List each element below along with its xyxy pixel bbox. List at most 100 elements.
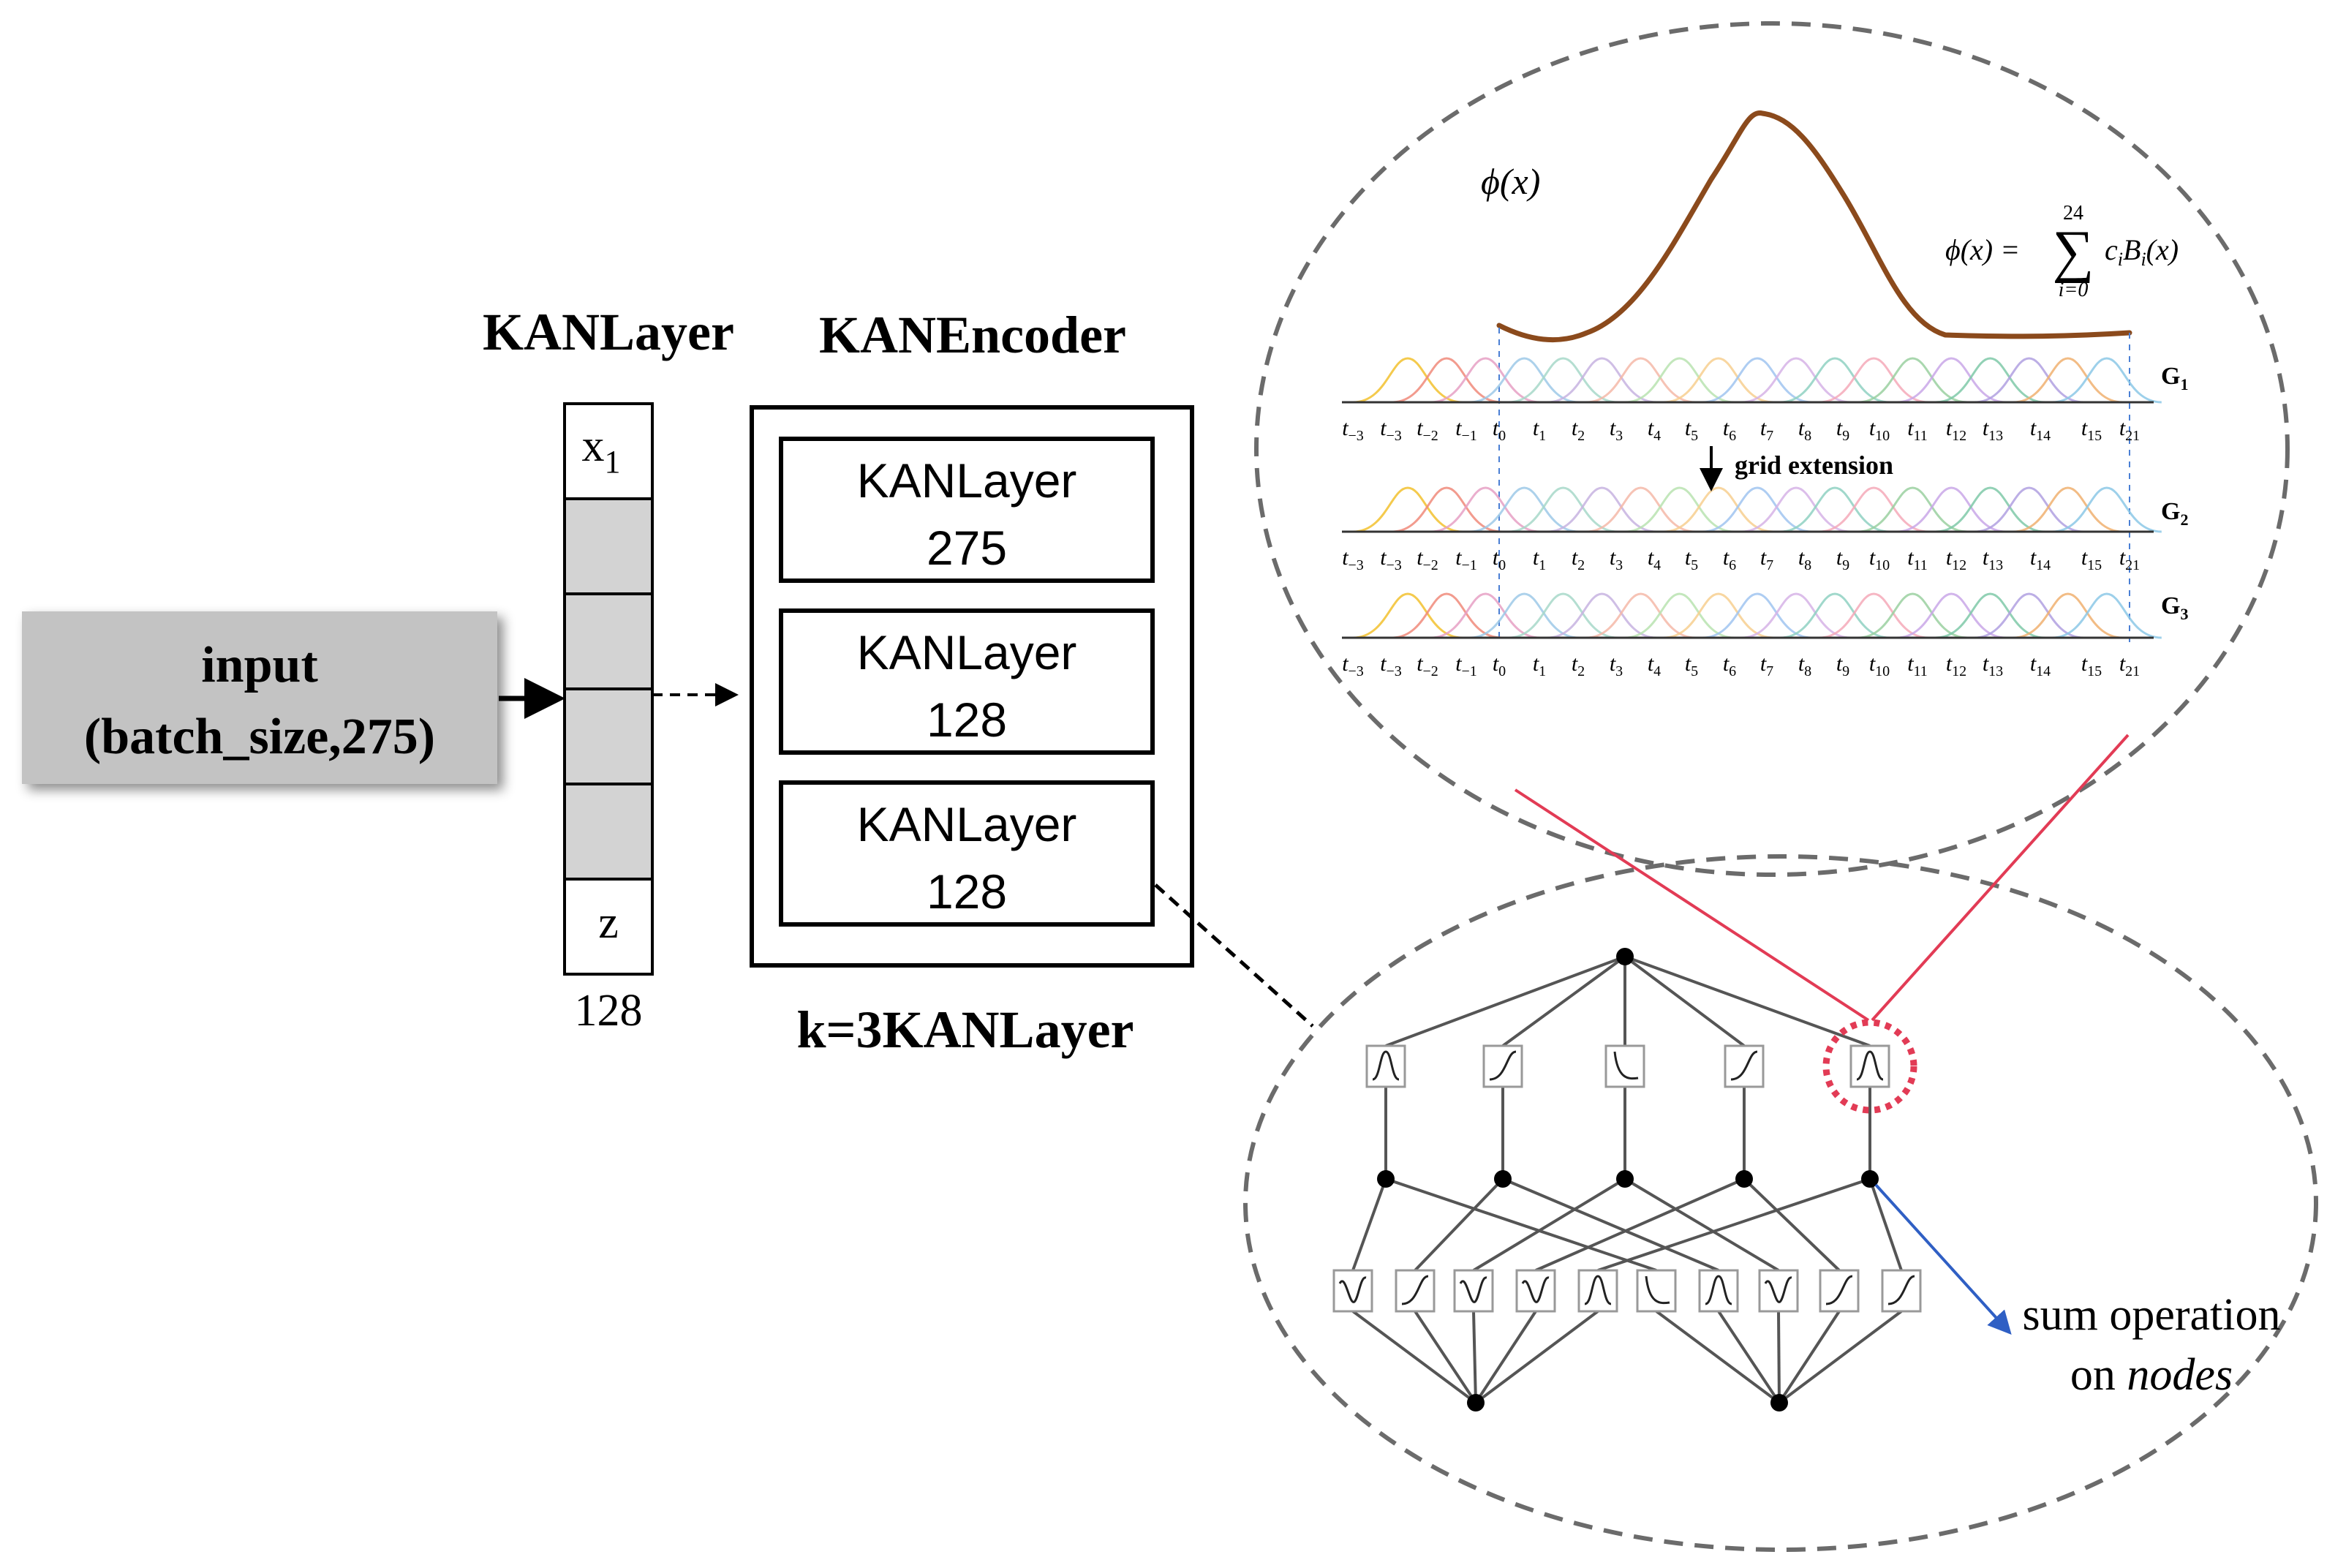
network-edge xyxy=(1502,1177,1719,1272)
basis-function xyxy=(1469,486,1580,533)
knot-label: t4 xyxy=(1648,416,1661,444)
knot-label: t−3 xyxy=(1380,416,1402,444)
knot-label: t−3 xyxy=(1380,652,1402,679)
knot-label: t2 xyxy=(1572,652,1585,679)
k-label: k=3KANLayer xyxy=(796,1000,1134,1059)
basis-function xyxy=(1508,486,1618,533)
network-node xyxy=(1770,1394,1788,1411)
highlight-connector-left xyxy=(1514,788,1870,1022)
network-edge xyxy=(1623,955,1746,1047)
basis-function xyxy=(1585,592,1696,639)
activation-function xyxy=(1604,1044,1645,1088)
knot-label: t2 xyxy=(1572,546,1585,573)
activation-box xyxy=(1724,1044,1765,1088)
basis-function xyxy=(1740,592,1852,639)
sum-operation-arrow xyxy=(1874,1183,2012,1335)
knot-label: t4 xyxy=(1648,546,1661,573)
basis-function xyxy=(1740,486,1852,533)
activation-curve xyxy=(1521,1276,1550,1303)
basis-function xyxy=(2013,357,2123,404)
network-node xyxy=(1616,948,1634,965)
activation-function xyxy=(1332,1269,1373,1313)
formula-lower: i=0 xyxy=(2059,279,2089,301)
grid-label: G2 xyxy=(2161,498,2188,529)
kanencoder-title: KANEncoder xyxy=(819,306,1126,364)
vector-cell xyxy=(563,497,654,595)
knot-label: t−3 xyxy=(1342,546,1364,573)
basis-function xyxy=(1819,486,1929,533)
network-edge xyxy=(1414,1310,1477,1404)
basis-function xyxy=(1896,486,2007,533)
basis-function xyxy=(1974,357,2084,404)
basis-function xyxy=(1585,357,1696,404)
basis-function xyxy=(1392,486,1502,533)
activation-function xyxy=(1577,1269,1618,1313)
knot-label: t3 xyxy=(1610,546,1623,573)
knot-label: t11 xyxy=(1907,416,1928,444)
kan-network xyxy=(1332,948,2012,1411)
knot-label: t15 xyxy=(2081,416,2102,444)
network-node xyxy=(1735,1170,1753,1188)
basis-function xyxy=(1857,592,1968,639)
encoder-layer-box xyxy=(779,437,1155,583)
basis-function xyxy=(1352,357,1463,404)
grid-label: G1 xyxy=(2161,363,2188,393)
basis-function xyxy=(1857,357,1968,404)
basis-function xyxy=(1663,592,1773,639)
basis-function xyxy=(1547,357,1657,404)
knot-label: t7 xyxy=(1760,416,1773,444)
network-edge xyxy=(1351,1310,1477,1404)
vector-cell xyxy=(563,592,654,690)
basis-function xyxy=(2013,592,2123,639)
activation-curve xyxy=(1856,1050,1884,1081)
basis-function xyxy=(1624,592,1735,639)
activation-box xyxy=(1881,1269,1922,1313)
encoder-layer-size: 128 xyxy=(927,693,1007,747)
knot-label: t6 xyxy=(1723,546,1736,573)
knot-label: t3 xyxy=(1610,652,1623,679)
knot-label: t10 xyxy=(1869,546,1890,573)
formula-rhs: ciBi(x) xyxy=(2105,233,2179,270)
basis-function xyxy=(1392,357,1502,404)
grid-label: G3 xyxy=(2161,592,2188,623)
knot-label: t10 xyxy=(1869,652,1890,679)
knot-label: t5 xyxy=(1685,416,1698,444)
network-edge xyxy=(1778,1310,1841,1404)
vector-cell xyxy=(563,783,654,881)
basis-function xyxy=(1935,592,2045,639)
basis-function xyxy=(1896,592,2007,639)
encoder-layer-name: KANLayer xyxy=(857,453,1077,508)
knot-label: t1 xyxy=(1533,546,1546,573)
kanlayer-vector: x1 z 128 xyxy=(563,402,654,1036)
knot-label: t9 xyxy=(1836,546,1849,573)
basis-function xyxy=(1780,592,1890,639)
network-node xyxy=(1377,1170,1395,1188)
knot-label: t10 xyxy=(1869,416,1890,444)
basis-function xyxy=(1935,357,2045,404)
vector-bottom-label: z xyxy=(598,898,619,948)
network-edge xyxy=(1535,1177,1745,1272)
network-edge xyxy=(1474,1310,1599,1404)
activation-box xyxy=(1332,1269,1373,1313)
activation-curve xyxy=(1887,1275,1915,1305)
basis-function xyxy=(1430,486,1541,533)
knot-label: t21 xyxy=(2119,416,2140,444)
activation-function xyxy=(1636,1269,1677,1313)
basis-function xyxy=(1780,486,1890,533)
knot-label: t12 xyxy=(1946,546,1966,573)
vector-cell-top xyxy=(563,402,654,500)
network-edge xyxy=(1385,955,1626,1047)
knot-label: t11 xyxy=(1907,652,1928,679)
basis-function xyxy=(1702,357,1812,404)
basis-function xyxy=(1702,486,1812,533)
network-edge xyxy=(1655,1310,1781,1404)
knot-label: t11 xyxy=(1907,546,1928,573)
knot-label: t−3 xyxy=(1342,416,1364,444)
activation-curve xyxy=(1730,1050,1758,1081)
knot-label: t21 xyxy=(2119,546,2140,573)
phi-label: ϕ(x) xyxy=(1481,161,1540,202)
activation-function xyxy=(1758,1269,1799,1313)
